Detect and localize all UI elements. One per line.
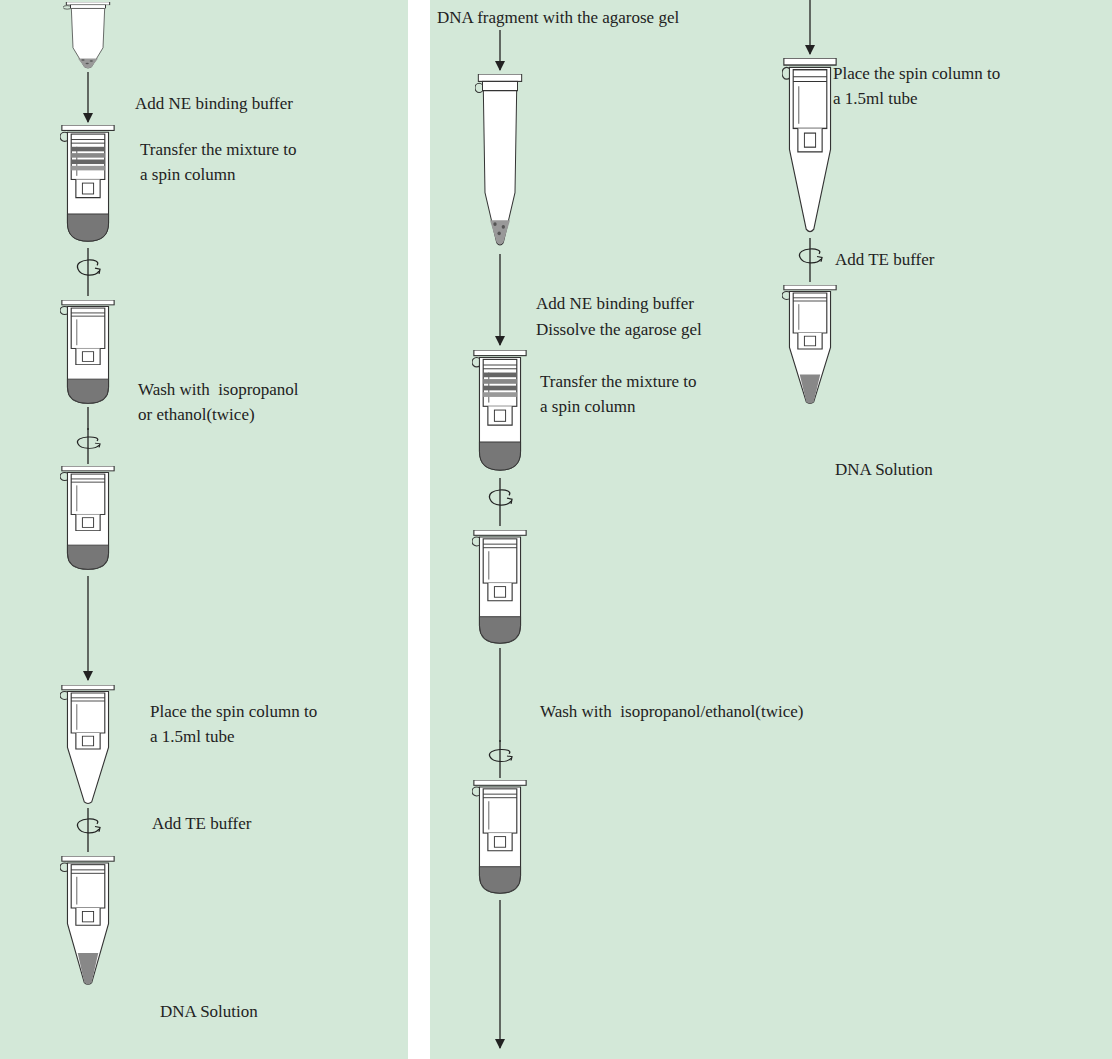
flow-arrow [809, 0, 810, 54]
flow-arrow [499, 30, 500, 70]
flow-arrow [87, 576, 88, 680]
flow-arrow [499, 254, 500, 345]
spin-arrow [77, 428, 100, 464]
column-icon [60, 466, 114, 569]
panel-ground [0, 0, 408, 1059]
spin-arrow [489, 740, 512, 778]
panel-ground [430, 0, 1112, 1059]
step-label: DNA Solution [835, 458, 1035, 483]
step-label: Add NE binding buffer [536, 292, 836, 317]
tube-icon [63, 2, 110, 68]
flow-arrow [499, 900, 500, 1048]
left-flow [60, 2, 114, 984]
step-label: DNA fragment with the agarose gel [437, 6, 837, 31]
flow-line [499, 648, 500, 742]
tube-icon [60, 856, 114, 984]
step-label: Add NE binding buffer [135, 92, 385, 117]
step-label: Transfer the mixture to a spin column [140, 138, 308, 187]
step-label: Place the spin column to a 1.5ml tube [833, 62, 1005, 111]
column-icon [60, 300, 114, 403]
flow-arrow [87, 72, 88, 122]
column-icon [472, 350, 526, 470]
spin-arrow [77, 248, 100, 296]
column-icon [60, 125, 114, 241]
step-label: Wash with isopropanol or ethanol(twice) [138, 378, 316, 427]
tube-icon [60, 685, 114, 803]
spin-arrow [489, 478, 512, 526]
flow-line [87, 407, 88, 430]
column-icon [472, 780, 526, 893]
step-label: Add TE buffer [835, 248, 1035, 273]
tube-icon [782, 285, 836, 403]
step-label: Place the spin column to a 1.5ml tube [150, 700, 322, 749]
spin-arrow [799, 238, 822, 282]
step-label: Wash with isopropanol/ethanol(twice) [540, 700, 880, 725]
column-icon [472, 530, 526, 643]
tube-icon [475, 74, 522, 245]
step-label: Add TE buffer [152, 812, 352, 837]
right-flow [472, 0, 836, 1048]
step-label: Dissolve the agarose gel [536, 318, 836, 343]
tube-icon [782, 58, 836, 232]
step-label: DNA Solution [160, 1000, 360, 1025]
step-label: Transfer the mixture to a spin column [540, 370, 708, 419]
spin-arrow [77, 808, 100, 852]
